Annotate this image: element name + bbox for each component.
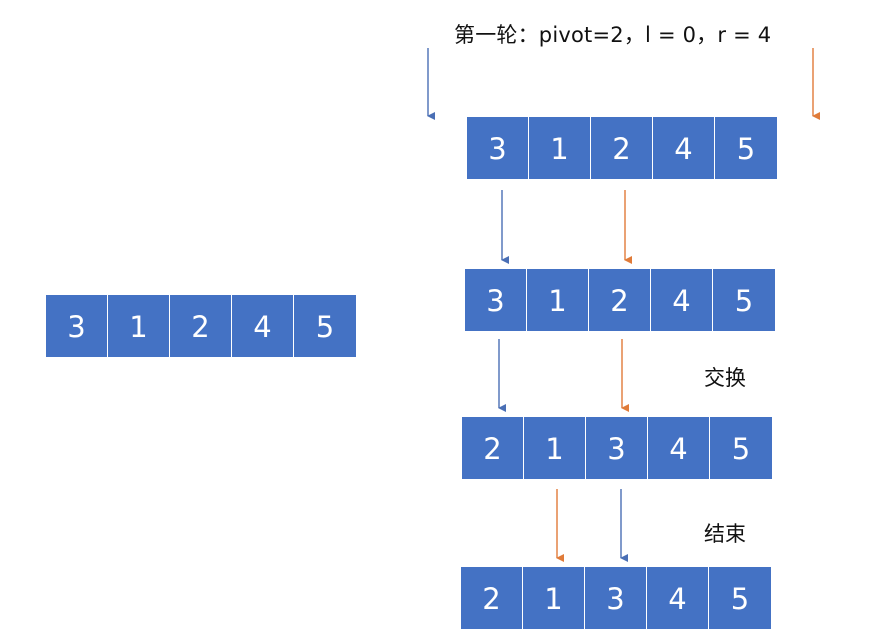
array-cell: 1 — [523, 567, 585, 629]
original-array: 3 1 2 4 5 — [46, 295, 356, 357]
array-cell: 5 — [710, 417, 772, 479]
array-cell: 4 — [653, 117, 715, 179]
end-label: 结束 — [704, 522, 746, 546]
array-cell: 2 — [462, 417, 524, 479]
array-cell: 5 — [713, 269, 775, 331]
array-cell: 2 — [170, 295, 232, 357]
array-cell: 4 — [651, 269, 713, 331]
array-cell: 4 — [232, 295, 294, 357]
array-cell: 4 — [647, 567, 709, 629]
array-cell: 2 — [591, 117, 653, 179]
array-cell: 3 — [467, 117, 529, 179]
array-cell: 1 — [524, 417, 586, 479]
array-cell: 5 — [294, 295, 356, 357]
array-cell: 1 — [527, 269, 589, 331]
array-cell: 1 — [108, 295, 170, 357]
swap-label: 交换 — [704, 366, 746, 390]
step4-array: 2 1 3 4 5 — [461, 567, 771, 629]
array-cell: 3 — [585, 567, 647, 629]
array-cell: 2 — [461, 567, 523, 629]
array-cell: 3 — [465, 269, 527, 331]
array-cell: 3 — [46, 295, 108, 357]
round-title: 第一轮：pivot=2，l = 0，r = 4 — [454, 23, 772, 47]
array-cell: 5 — [715, 117, 777, 179]
step2-array: 3 1 2 4 5 — [465, 269, 775, 331]
array-cell: 1 — [529, 117, 591, 179]
step1-array: 3 1 2 4 5 — [467, 117, 777, 179]
step3-array: 2 1 3 4 5 — [462, 417, 772, 479]
array-cell: 2 — [589, 269, 651, 331]
array-cell: 4 — [648, 417, 710, 479]
array-cell: 3 — [586, 417, 648, 479]
array-cell: 5 — [709, 567, 771, 629]
